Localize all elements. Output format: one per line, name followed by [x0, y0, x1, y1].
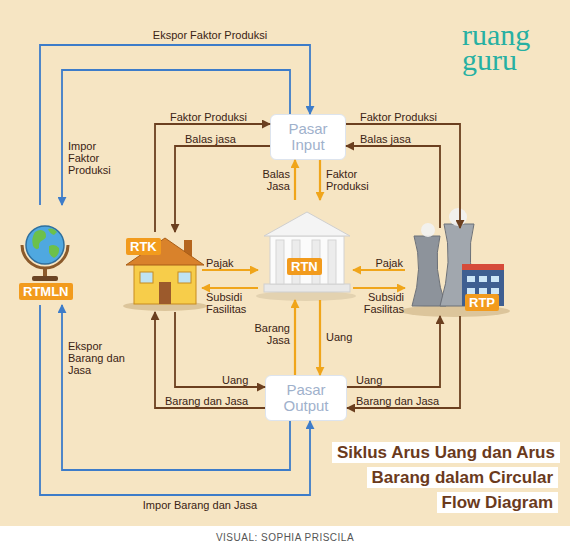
factory-illustration: [479, 276, 487, 282]
flow-arrow: [155, 124, 270, 232]
globe-illustration: [26, 226, 64, 264]
flow-arrow: [294, 160, 296, 200]
factory-illustration: [400, 208, 510, 317]
government-building: [264, 212, 350, 236]
sector-node: RTK: [122, 232, 202, 312]
globe-illustration: [43, 267, 47, 276]
sector-badge: RTP: [465, 294, 499, 311]
flow-label: Balas jasa: [185, 133, 265, 145]
flow-arrow: [353, 287, 405, 289]
sector-node: RTN: [258, 200, 353, 300]
government-building: [256, 212, 356, 301]
government-building: [276, 240, 284, 284]
sector-badge: RTK: [126, 238, 161, 255]
house-illustration: [140, 272, 153, 283]
flow-label: Barang dan Jasa: [356, 395, 451, 407]
flow-arrow: [175, 146, 270, 232]
flow-label: Ekspor Faktor Produksi: [110, 29, 310, 41]
flow-arrow: [294, 300, 296, 375]
image-caption: VISUAL: SOPHIA PRISCILA: [0, 532, 570, 543]
flow-label: Uang: [356, 374, 396, 386]
house-illustration: [178, 272, 191, 283]
globe-illustration: [32, 230, 46, 249]
government-building: [264, 284, 350, 292]
factory-illustration: [421, 223, 435, 237]
flow-label: Impor Faktor Produksi: [68, 140, 126, 176]
flow-label: Uang: [222, 374, 262, 386]
flow-label: Ekspor Barang dan Jasa: [68, 340, 128, 376]
flow-arrow: [202, 287, 258, 289]
flow-arrow: [202, 269, 258, 271]
flow-arrow: [319, 160, 321, 200]
house-illustration: [126, 238, 204, 265]
flow-arrow: [346, 124, 460, 228]
flow-label: Balas jasa: [360, 133, 440, 145]
factory-illustration: [449, 208, 467, 226]
market-name: Pasar Input: [275, 121, 341, 153]
sector-node: RTP: [405, 228, 505, 316]
flow-label: Faktor Produksi: [360, 111, 455, 123]
flow-arrow: [175, 312, 265, 387]
logo-text: ruang guru: [462, 22, 547, 72]
flow-arrow: [155, 312, 265, 408]
flow-label: Impor Barang dan Jasa: [100, 499, 300, 511]
house-illustration: [123, 238, 207, 311]
flow-label: Faktor Produksi: [326, 168, 376, 192]
factory-illustration: [491, 276, 499, 282]
flow-arrow: [62, 70, 290, 205]
house-illustration: [159, 282, 171, 304]
flow-label: Barang dan Jasa: [165, 395, 260, 407]
flow-arrow: [347, 316, 440, 387]
flow-label: Faktor Produksi: [170, 111, 265, 123]
house-illustration: [134, 262, 196, 304]
factory-illustration: [462, 264, 504, 270]
market-name: Pasar Output: [270, 382, 342, 414]
flow-arrow: [319, 300, 321, 375]
government-building: [328, 240, 336, 284]
flow-arrow: [347, 316, 460, 408]
flow-arrow: [62, 305, 290, 470]
flow-label: Subsidi Fasilitas: [354, 291, 404, 315]
title-block: Siklus Arus Uang dan Arus Barang dalam C…: [332, 440, 558, 515]
globe-illustration: [22, 226, 68, 281]
market-box: Pasar Output: [265, 375, 347, 421]
flow-label: Pajak: [355, 257, 403, 269]
globe-illustration: [48, 228, 57, 235]
sector-badge: RTN: [287, 258, 322, 275]
market-box: Pasar Input: [270, 114, 346, 160]
government-building: [270, 236, 344, 284]
factory-illustration: [467, 276, 475, 282]
sector-badge: RTMLN: [19, 283, 73, 300]
globe-illustration: [32, 276, 58, 281]
background-panel: [0, 0, 570, 526]
sector-node: RTMLN: [15, 205, 77, 305]
factory-illustration: [412, 236, 446, 306]
flow-label: Subsidi Fasilitas: [206, 291, 258, 315]
flow-label: Uang: [326, 331, 366, 343]
globe-illustration: [49, 245, 59, 258]
flow-label: Balas Jasa: [248, 168, 290, 192]
flow-label: Barang Jasa: [246, 322, 290, 346]
flow-label: Pajak: [206, 257, 256, 269]
diagram-title: Siklus Arus Uang dan Arus Barang dalam C…: [332, 442, 560, 513]
flow-arrow: [353, 269, 405, 271]
